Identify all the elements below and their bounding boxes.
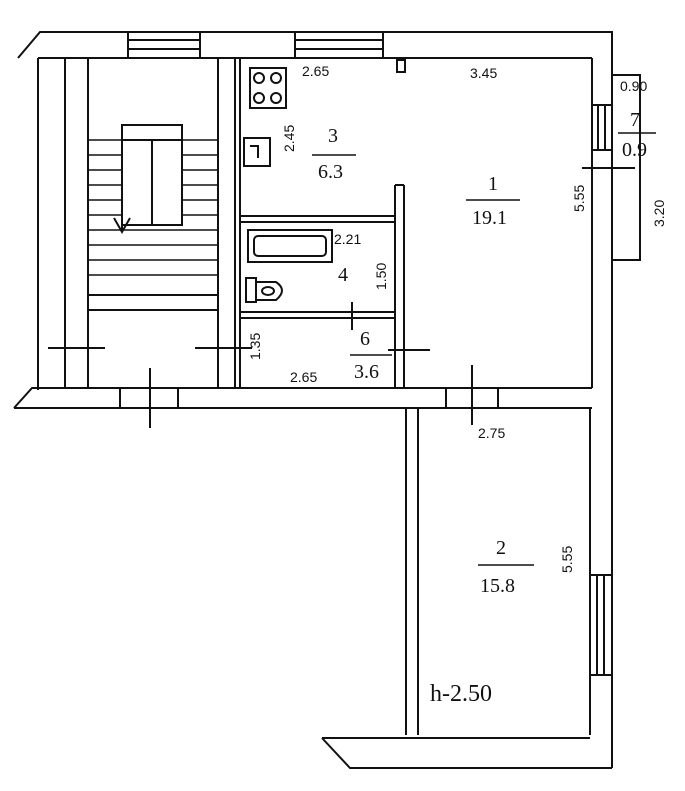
dim-room2-side: 5.55 [559, 546, 575, 573]
window-top-stair [127, 31, 201, 59]
interior-walls [239, 58, 499, 425]
sink-icon [243, 137, 271, 167]
room-labels: 3 6.3 1 19.1 4 6 3.6 7 0.9 2 15.8 h-2.50 [318, 109, 647, 707]
stairwell [48, 58, 252, 428]
dim-room1-top: 3.45 [470, 65, 497, 81]
dimension-labels: 2.65 3.45 0.90 2.45 5.55 3.20 2.21 1.50 … [247, 63, 667, 573]
dim-room2-top: 2.75 [478, 425, 505, 441]
balcony [611, 74, 641, 261]
room6-area: 3.6 [354, 361, 379, 383]
dim-bath-side: 1.50 [373, 263, 389, 290]
dim-bath-width: 2.21 [334, 231, 361, 247]
stove-icon [249, 67, 287, 109]
room3-area: 6.3 [318, 161, 343, 183]
dim-balcony-top: 0.90 [620, 78, 647, 94]
room3-number: 3 [328, 125, 338, 147]
room6-number: 6 [360, 328, 370, 350]
bathtub-icon [247, 229, 333, 263]
stairs-down-arrow-icon [113, 140, 131, 235]
room7-area: 0.9 [622, 139, 647, 161]
room2-number: 2 [496, 537, 506, 559]
toilet-icon [245, 277, 283, 303]
ceiling-height: h-2.50 [430, 681, 492, 707]
dim-balcony-side: 3.20 [651, 200, 667, 227]
window-top-kitchen [294, 31, 384, 59]
dim-kitchen-side: 2.45 [281, 125, 297, 152]
outer-walls [13, 31, 613, 409]
room1-number: 1 [488, 173, 498, 195]
fraction-lines [312, 132, 656, 566]
room4-number: 4 [338, 264, 348, 286]
room7-number: 7 [630, 109, 640, 131]
dim-kitchen-top: 2.65 [302, 63, 329, 79]
dim-room1-side: 5.55 [571, 185, 587, 212]
room1-area: 19.1 [472, 207, 507, 229]
dim-hall-bottom: 2.65 [290, 369, 317, 385]
window-room2 [589, 574, 613, 676]
room2-area: 15.8 [480, 575, 515, 597]
dim-hall-side: 1.35 [247, 333, 263, 360]
room2-walls [321, 407, 613, 769]
